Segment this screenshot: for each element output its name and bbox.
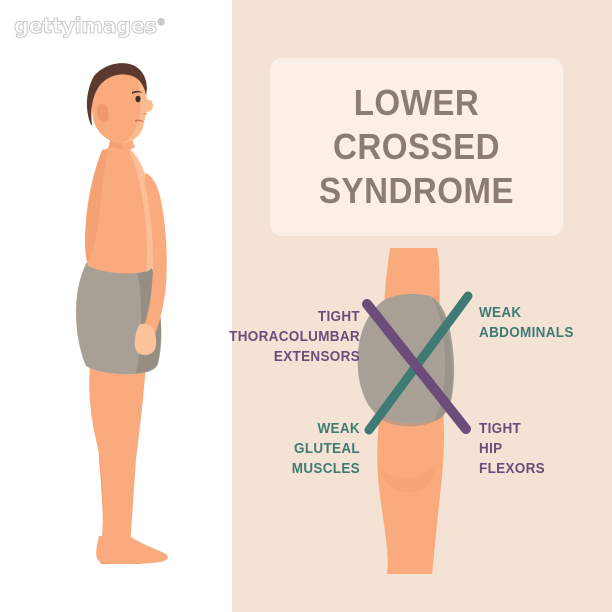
page-title: LOWER CROSSED SYNDROME [318,82,515,211]
watermark-registered-mark: ® [156,18,166,29]
standing-man-figure [76,63,168,564]
label-tight-hip-flexors: TIGHT HIP FLEXORS [479,421,545,477]
hip-closeup-figure [357,248,473,574]
tight-diagonal-line [362,299,471,434]
getty-images-watermark: gettyimages® [14,14,167,39]
label-weak-abdominals: WEAK ABDOMINALS [479,305,574,341]
label-tight-thoracolumbar-extensors: TIGHT THORACOLUMBAR EXTENSORS [229,309,360,365]
label-weak-gluteal-muscles: WEAK GLUTEAL MUSCLES [291,421,360,477]
title-card: LOWER CROSSED SYNDROME [270,58,563,236]
watermark-text: gettyimages [14,14,158,39]
